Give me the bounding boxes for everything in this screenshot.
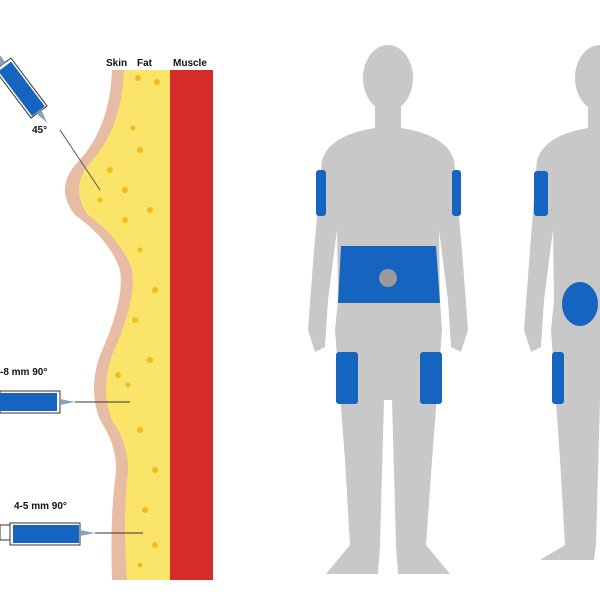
needle-length-label-4-5mm: 4-5 mm 90°	[14, 501, 67, 512]
injection-site-left-arm	[316, 170, 326, 216]
fat-label: Fat	[137, 58, 153, 69]
syringe-8mm-90-degree: -8 mm 90°	[0, 367, 130, 414]
injection-site-right-thigh	[420, 352, 442, 404]
injection-site-left-thigh	[336, 352, 358, 404]
injection-site-buttock	[562, 282, 598, 326]
needle-length-label-8mm: -8 mm 90°	[0, 367, 47, 378]
navel-exclusion-zone	[379, 269, 397, 287]
syringe-4-5mm-90-degree: 4-5 mm 90°	[0, 501, 143, 546]
body-back-view	[524, 45, 600, 560]
injection-site-back-thigh	[552, 352, 564, 404]
tissue-cross-section: Skin Fat Muscle	[65, 58, 213, 580]
injection-site-back-arm	[534, 171, 548, 216]
muscle-label: Muscle	[173, 58, 207, 69]
muscle-layer	[170, 70, 213, 580]
skin-label: Skin	[106, 58, 127, 69]
fat-globules	[97, 75, 160, 568]
body-front-view	[308, 45, 468, 574]
angle-label-45: 45°	[32, 125, 47, 136]
injection-site-right-arm	[452, 170, 461, 216]
fat-layer	[79, 70, 170, 580]
syringe-45-degree: 45°	[0, 50, 101, 191]
